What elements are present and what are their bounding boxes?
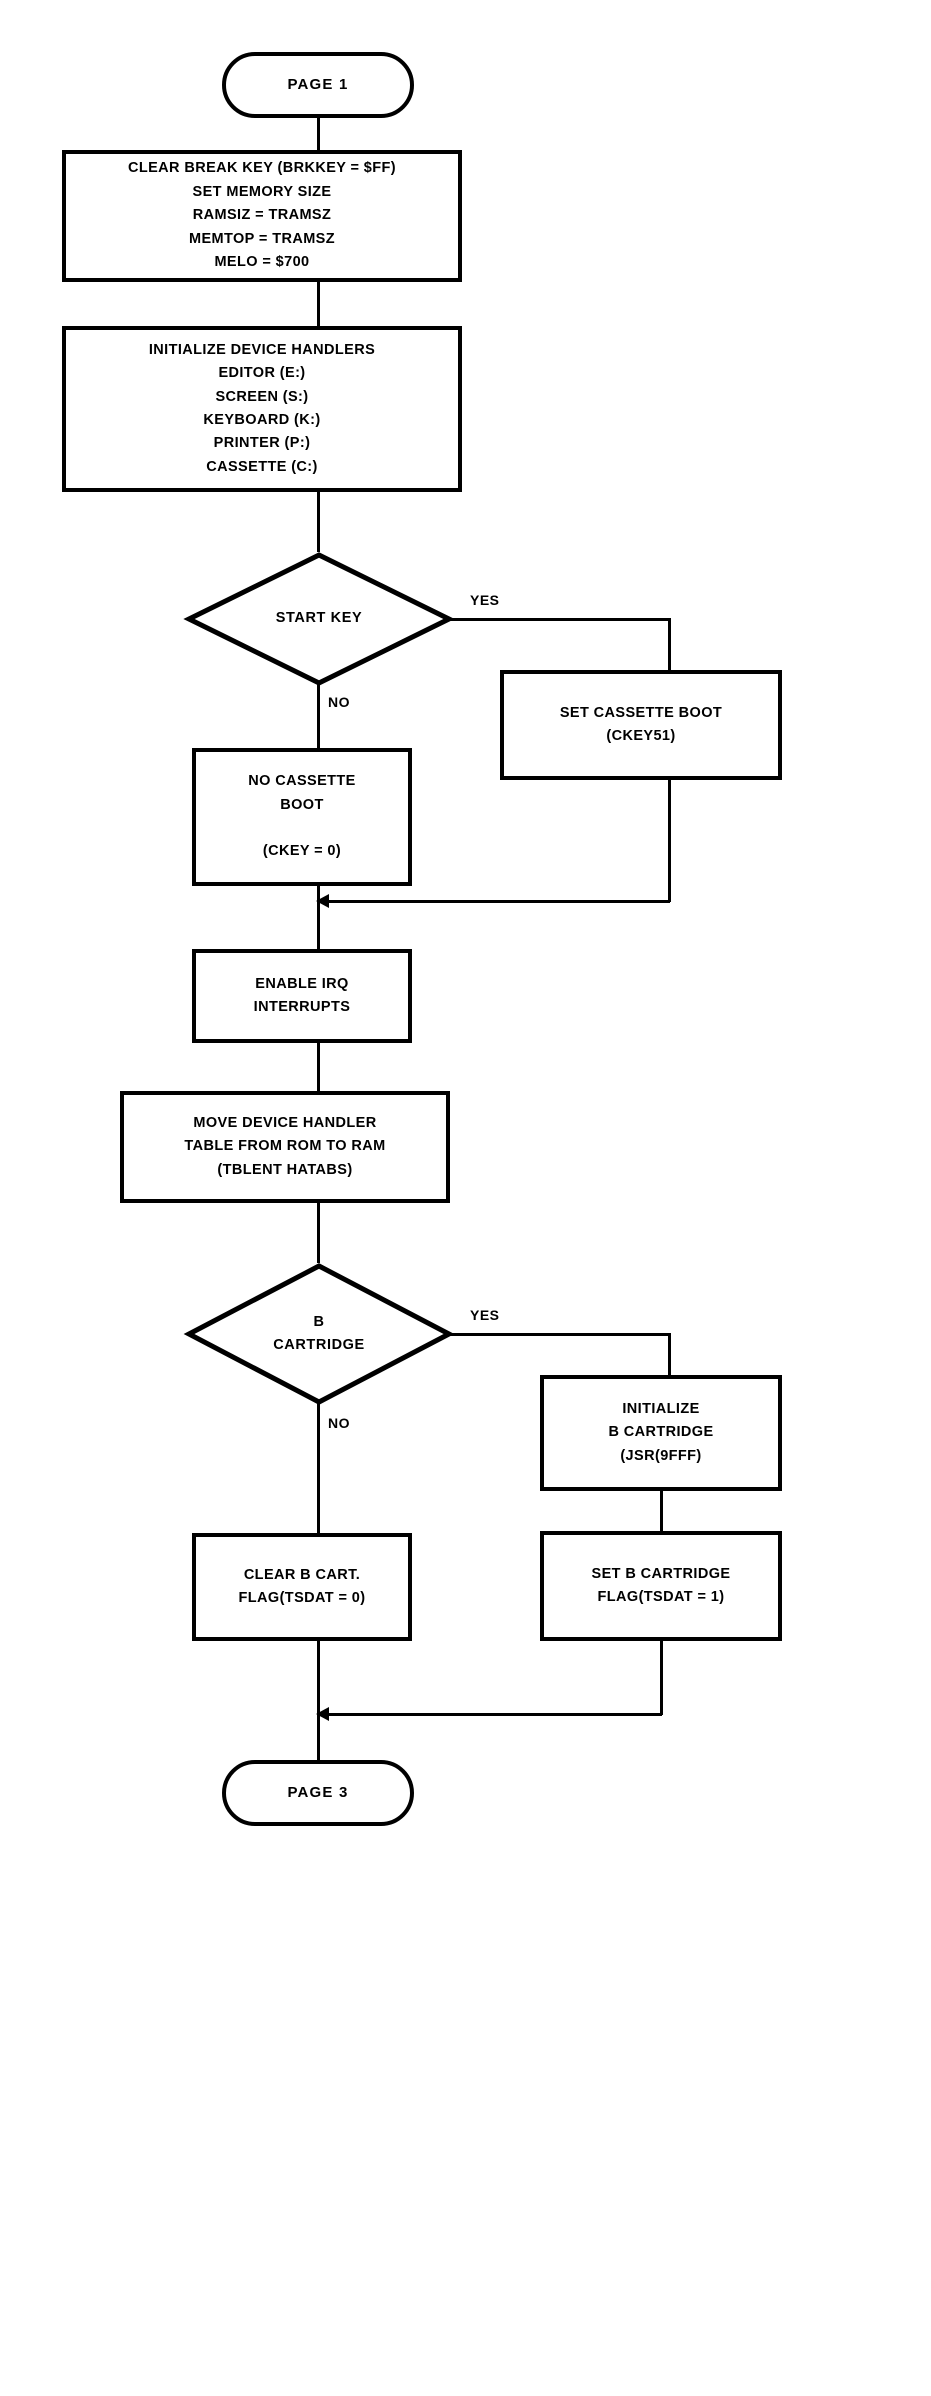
- node-process-move-handler-table[interactable]: MOVE DEVICE HANDLER TABLE FROM ROM TO RA…: [120, 1091, 450, 1203]
- edge-set-b-flag-merge-left: [318, 1713, 662, 1716]
- decision-start-key-shape: [183, 552, 455, 686]
- edge-label-start-key-no: NO: [328, 694, 350, 710]
- node-process-set-b-cartridge-flag[interactable]: SET B CARTRIDGE FLAG(TSDAT = 1): [540, 1531, 782, 1641]
- node-process-enable-irq-label: ENABLE IRQ INTERRUPTS: [253, 975, 351, 1015]
- node-process-clear-b-cartridge-flag-label: CLEAR B CART. FLAG(TSDAT = 0): [238, 1566, 366, 1606]
- edge-init-handlers-to-start-key: [317, 492, 320, 552]
- node-process-init-device-handlers-label: INITIALIZE DEVICE HANDLERS EDITOR (E:) S…: [148, 341, 376, 475]
- node-process-move-handler-table-label: MOVE DEVICE HANDLER TABLE FROM ROM TO RA…: [184, 1114, 386, 1178]
- edge-start-key-yes-vertical: [668, 618, 671, 670]
- node-process-init-device-handlers[interactable]: INITIALIZE DEVICE HANDLERS EDITOR (E:) S…: [62, 326, 462, 492]
- edge-merge-to-end: [317, 1714, 320, 1760]
- node-process-set-cassette-boot[interactable]: SET CASSETTE BOOT (CKEY51): [500, 670, 782, 780]
- node-process-enable-irq[interactable]: ENABLE IRQ INTERRUPTS: [192, 949, 412, 1043]
- edge-start-key-yes-horizontal: [449, 618, 671, 621]
- edge-init-b-cart-to-set-b-flag: [660, 1491, 663, 1531]
- edge-no-cassette-boot-down: [317, 886, 320, 902]
- edge-b-cartridge-no-vertical: [317, 1403, 320, 1533]
- edge-label-b-cartridge-no: NO: [328, 1415, 350, 1431]
- edge-merge-to-enable-irq: [317, 901, 320, 949]
- node-process-init-b-cartridge-label: INITIALIZE B CARTRIDGE (JSR(9FFF): [608, 1400, 714, 1464]
- edge-enable-irq-to-move-table: [317, 1043, 320, 1091]
- edge-move-table-to-b-cartridge: [317, 1203, 320, 1263]
- node-process-set-cassette-boot-label: SET CASSETTE BOOT (CKEY51): [559, 704, 723, 744]
- node-terminator-start[interactable]: PAGE 1: [222, 52, 414, 118]
- edge-start-to-clear-break: [317, 118, 320, 150]
- node-terminator-end-label: PAGE 3: [287, 1783, 349, 1801]
- edge-label-b-cartridge-yes: YES: [470, 1307, 500, 1323]
- node-process-no-cassette-boot[interactable]: NO CASSETTE BOOT (CKEY = 0): [192, 748, 412, 886]
- edge-set-b-flag-down: [660, 1641, 663, 1715]
- edge-clear-break-to-init-handlers: [317, 282, 320, 326]
- edge-label-start-key-yes: YES: [470, 592, 500, 608]
- node-process-init-b-cartridge[interactable]: INITIALIZE B CARTRIDGE (JSR(9FFF): [540, 1375, 782, 1491]
- node-process-clear-break-key[interactable]: CLEAR BREAK KEY (BRKKEY = $FF) SET MEMOR…: [62, 150, 462, 282]
- node-process-clear-b-cartridge-flag[interactable]: CLEAR B CART. FLAG(TSDAT = 0): [192, 1533, 412, 1641]
- node-decision-start-key[interactable]: START KEY: [183, 552, 455, 686]
- edge-set-cassette-boot-down: [668, 780, 671, 902]
- edge-set-cassette-boot-merge-left: [318, 900, 670, 903]
- node-process-clear-break-key-label: CLEAR BREAK KEY (BRKKEY = $FF) SET MEMOR…: [127, 160, 397, 271]
- edge-b-cartridge-yes-horizontal: [449, 1333, 671, 1336]
- edge-start-key-no-vertical: [317, 684, 320, 748]
- edge-clear-b-flag-down: [317, 1641, 320, 1715]
- decision-b-cartridge-shape: [183, 1263, 455, 1405]
- node-process-no-cassette-boot-label: NO CASSETTE BOOT (CKEY = 0): [248, 773, 356, 860]
- node-decision-b-cartridge[interactable]: B CARTRIDGE: [183, 1263, 455, 1405]
- node-process-set-b-cartridge-flag-label: SET B CARTRIDGE FLAG(TSDAT = 1): [591, 1565, 731, 1605]
- edge-b-cartridge-yes-vertical: [668, 1333, 671, 1375]
- node-terminator-end[interactable]: PAGE 3: [222, 1760, 414, 1826]
- node-terminator-start-label: PAGE 1: [287, 75, 349, 93]
